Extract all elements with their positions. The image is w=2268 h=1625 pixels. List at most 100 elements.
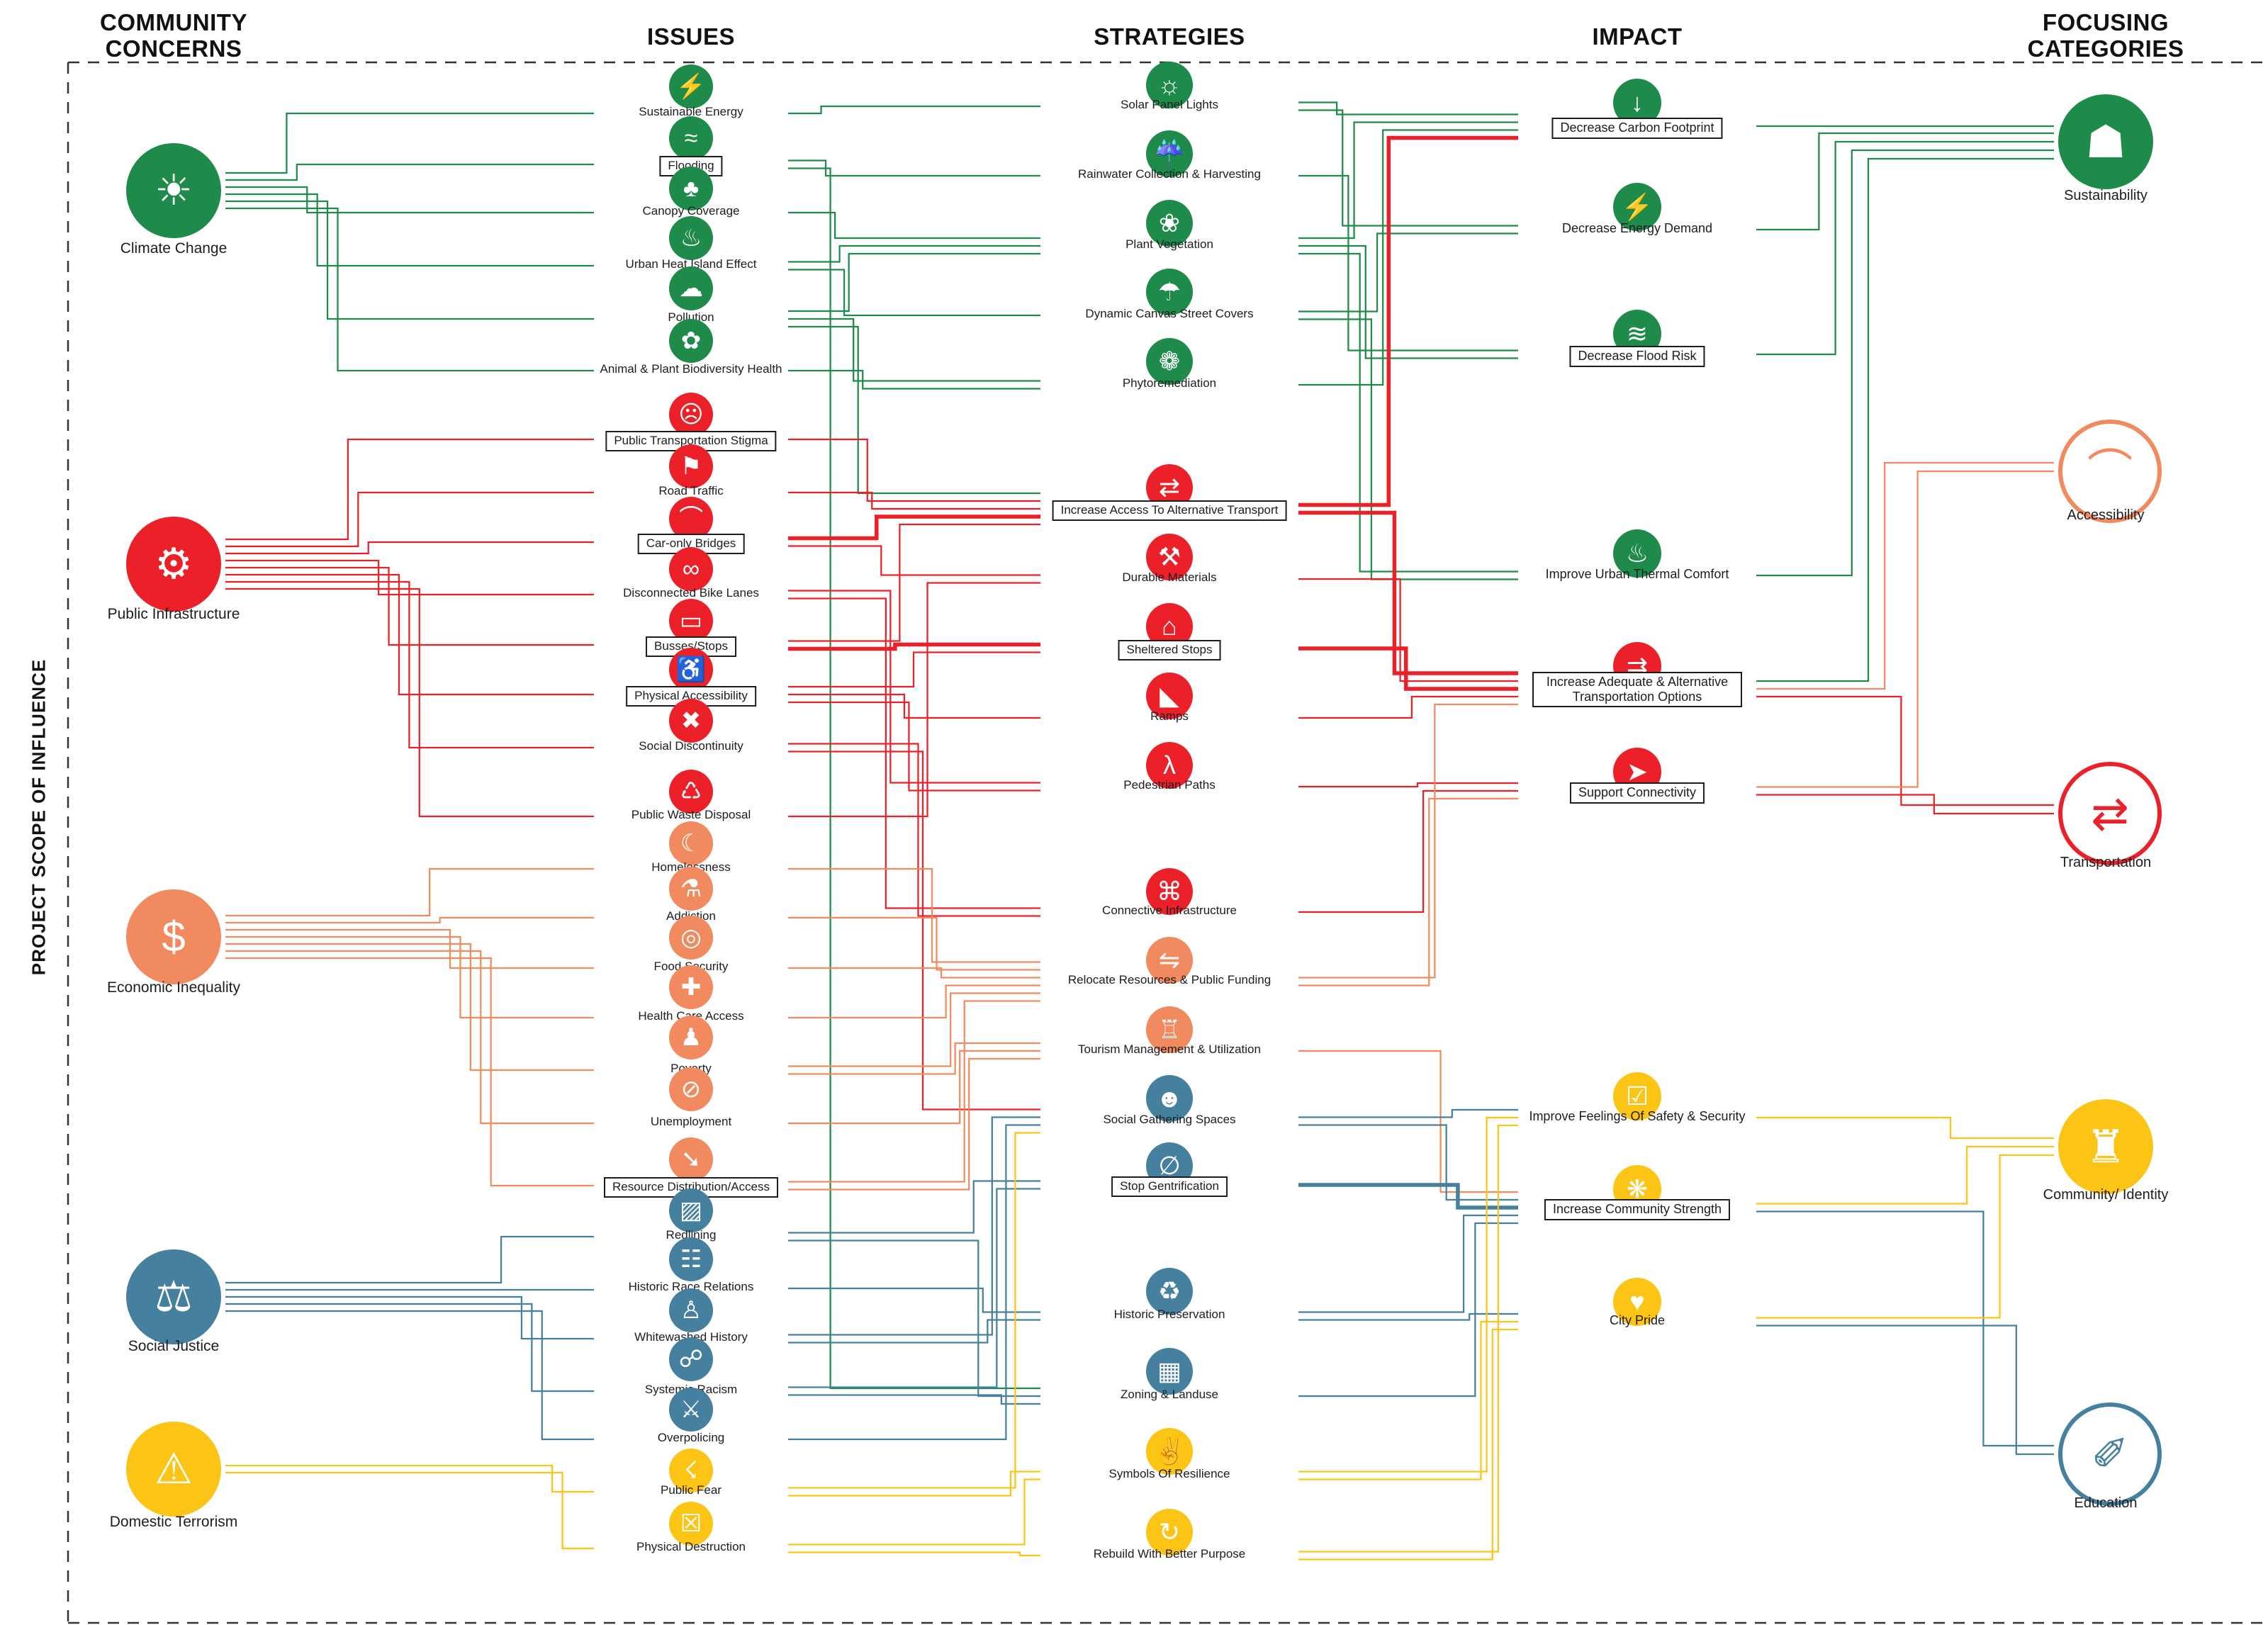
preservation-icon-glyph: ♻ bbox=[1157, 1276, 1181, 1305]
shelter-icon-glyph: ⌂ bbox=[1162, 612, 1177, 641]
edge-dynamic-canvas--improve-urban-thermal-comfort bbox=[1298, 318, 1518, 580]
node-label-dynamic-canvas: Dynamic Canvas Street Covers bbox=[1085, 307, 1254, 320]
edge-solar-panel-lights--decrease-energy-demand bbox=[1298, 109, 1518, 227]
edge-climate-change--sustainable-energy bbox=[225, 112, 594, 174]
edge-public-fear--social-gathering-spaces bbox=[788, 1132, 1040, 1489]
resilience-fist-icon-glyph: ✌ bbox=[1153, 1436, 1186, 1466]
homeless-shelter-icon: ☾ bbox=[669, 821, 713, 865]
edge-social-discontinuity--social-gathering-spaces bbox=[788, 750, 1040, 1110]
edge-plant-vegetation--improve-urban-thermal-comfort bbox=[1298, 252, 1518, 573]
edge-decrease-flood-risk--sustainability bbox=[1756, 140, 2054, 356]
crowd-threat-icon: ⚠ bbox=[126, 1422, 221, 1517]
edge-plant-vegetation--decrease-carbon-footprint bbox=[1298, 121, 1518, 240]
node-label-social-gathering-spaces: Social Gathering Spaces bbox=[1103, 1113, 1236, 1126]
header-community-concerns: COMMUNITY CONCERNS bbox=[100, 9, 247, 62]
connected-roads-icon: ⌘ bbox=[1146, 868, 1193, 915]
hands-paw-leaf-icon-glyph: ✿ bbox=[680, 327, 702, 354]
node-label-whitewashed-history: Whitewashed History bbox=[634, 1330, 748, 1344]
alt-transport-icon-glyph: ⇄ bbox=[1158, 473, 1181, 502]
node-label-social-discontinuity: Social Discontinuity bbox=[639, 739, 743, 753]
safety-shield-icon-glyph: ☑ bbox=[1625, 1081, 1649, 1110]
zoning-map-icon: ▦ bbox=[1146, 1348, 1193, 1395]
edge-overpolicing--social-gathering-spaces bbox=[788, 1124, 1040, 1441]
edge-public-infrastructure--public-waste-disposal bbox=[225, 587, 594, 818]
edge-whitewashed-history--social-gathering-spaces bbox=[788, 1116, 1040, 1336]
bike-lane-icon-glyph: ∞ bbox=[682, 556, 700, 583]
distribution-path-icon-glyph: ➘ bbox=[680, 1146, 702, 1173]
vehicles-icon: ⇄ bbox=[2058, 762, 2162, 865]
museum-icon: ♖ bbox=[1146, 1006, 1193, 1053]
node-label-public-fear: Public Fear bbox=[661, 1483, 722, 1497]
node-label-solar-panel-lights: Solar Panel Lights bbox=[1121, 98, 1218, 111]
edge-durable-materials--increase-adequate-alt-transportation bbox=[1298, 578, 1518, 682]
plate-question-icon: ◎ bbox=[669, 916, 713, 960]
edge-urban-heat-island--dynamic-canvas bbox=[788, 269, 1040, 317]
node-label-improve-urban-thermal-comfort: Improve Urban Thermal Comfort bbox=[1545, 567, 1729, 581]
node-label-zoning-landuse: Zoning & Landuse bbox=[1121, 1388, 1218, 1401]
rebuild-cycle-icon: ↻ bbox=[1146, 1509, 1193, 1556]
green-skyline-icon-glyph: ☗ bbox=[2085, 116, 2126, 167]
edge-public-infrastructure--disconnected-bike-lanes bbox=[225, 559, 594, 596]
heat-dome-icon-glyph: ♨ bbox=[680, 225, 702, 252]
node-label-relocate-resources: Relocate Resources & Public Funding bbox=[1067, 973, 1271, 986]
city-pride-icon-glyph: ♥ bbox=[1629, 1287, 1645, 1316]
edge-physical-destruction--rebuild-better bbox=[788, 1551, 1040, 1557]
phyto-plant-icon-glyph: ❁ bbox=[1158, 347, 1181, 376]
edge-climate-change--canopy-coverage bbox=[225, 186, 594, 214]
edge-social-discontinuity--connective-infrastructure bbox=[788, 743, 1040, 917]
edge-rebuild-better--improve-safety-security bbox=[1298, 1124, 1518, 1553]
police-icon: ⚔ bbox=[669, 1388, 713, 1432]
edge-historic-preservation--increase-community-strength bbox=[1298, 1214, 1518, 1313]
edge-pedestrian-paths--support-connectivity bbox=[1298, 782, 1518, 788]
edge-unemployment--tourism-management bbox=[788, 1050, 1040, 1125]
edge-public-infrastructure--car-only-bridges bbox=[225, 541, 594, 555]
erased-crowd-icon: ♙ bbox=[669, 1288, 713, 1332]
planting-icon-glyph: ❀ bbox=[1158, 208, 1181, 237]
graduation-icon-glyph: ✐ bbox=[2091, 1429, 2129, 1480]
walking-person-icon: λ bbox=[1146, 742, 1193, 789]
addiction-icon: ⚗ bbox=[669, 867, 713, 911]
edge-health-care-access--relocate-resources bbox=[788, 984, 1040, 1019]
edge-connective-infrastructure--support-connectivity bbox=[1298, 789, 1518, 913]
police-icon-glyph: ⚔ bbox=[680, 1396, 702, 1423]
edge-zoning-landuse--increase-community-strength bbox=[1298, 1222, 1518, 1398]
edge-increase-access-alt-transport--increase-adequate-alt-transportation bbox=[1298, 510, 1518, 675]
edge-pt-stigma--increase-access-alt-transport bbox=[788, 438, 1040, 502]
node-label-decrease-flood-risk: Decrease Flood Risk bbox=[1569, 346, 1705, 367]
node-label-historic-race-relations: Historic Race Relations bbox=[628, 1280, 754, 1293]
city-pride-icon: ♥ bbox=[1613, 1278, 1661, 1326]
edge-rainwater--decrease-flood-risk bbox=[1298, 174, 1518, 352]
plant-plug-icon-glyph: ⚡ bbox=[675, 73, 707, 100]
roads-buildings-icon: ⚙ bbox=[126, 517, 221, 612]
node-label-decrease-carbon-footprint: Decrease Carbon Footprint bbox=[1551, 118, 1723, 139]
node-label-domestic-terrorism: Domestic Terrorism bbox=[109, 1514, 238, 1530]
addiction-icon-glyph: ⚗ bbox=[680, 875, 702, 902]
node-label-transportation: Transportation bbox=[2060, 855, 2152, 870]
zoning-map-icon-glyph: ▦ bbox=[1157, 1356, 1181, 1385]
person-begging-icon: ♟ bbox=[669, 1016, 713, 1059]
edge-relocate-resources--increase-adequate-alt-transportation bbox=[1298, 703, 1518, 979]
graduation-icon: ✐ bbox=[2058, 1402, 2162, 1506]
edge-homelessness--relocate-resources bbox=[788, 867, 1040, 963]
node-label-road-traffic: Road Traffic bbox=[658, 484, 724, 497]
edge-city-pride--education bbox=[1756, 1325, 2054, 1456]
edge-physical-accessibility--ramps bbox=[788, 693, 1040, 719]
edge-resource-distribution--relocate-resources bbox=[788, 1000, 1040, 1183]
node-label-physical-destruction: Physical Destruction bbox=[636, 1540, 746, 1553]
wheelchair-icon-glyph: ♿ bbox=[675, 656, 707, 683]
plate-question-icon-glyph: ◎ bbox=[680, 924, 702, 951]
traffic-signal-icon-glyph: ⚑ bbox=[680, 453, 702, 480]
edge-economic-inequality--poverty bbox=[225, 943, 594, 1072]
edge-sustainable-energy--solar-panel-lights bbox=[788, 105, 1040, 115]
node-label-overpolicing: Overpolicing bbox=[657, 1431, 725, 1444]
divided-people-icon-glyph: ✖ bbox=[680, 707, 702, 734]
edge-public-infrastructure--physical-accessibility bbox=[225, 573, 594, 696]
node-label-support-connectivity: Support Connectivity bbox=[1569, 782, 1705, 804]
edge-increase-community-strength--education bbox=[1756, 1210, 2054, 1447]
node-label-community-identity: Community/ Identity bbox=[2043, 1187, 2169, 1203]
edge-climate-change--flooding bbox=[225, 163, 594, 181]
node-label-durable-materials: Durable Materials bbox=[1122, 570, 1217, 584]
edge-food-security--relocate-resources bbox=[788, 967, 1040, 979]
flooded-building-icon: ≈ bbox=[669, 116, 713, 160]
